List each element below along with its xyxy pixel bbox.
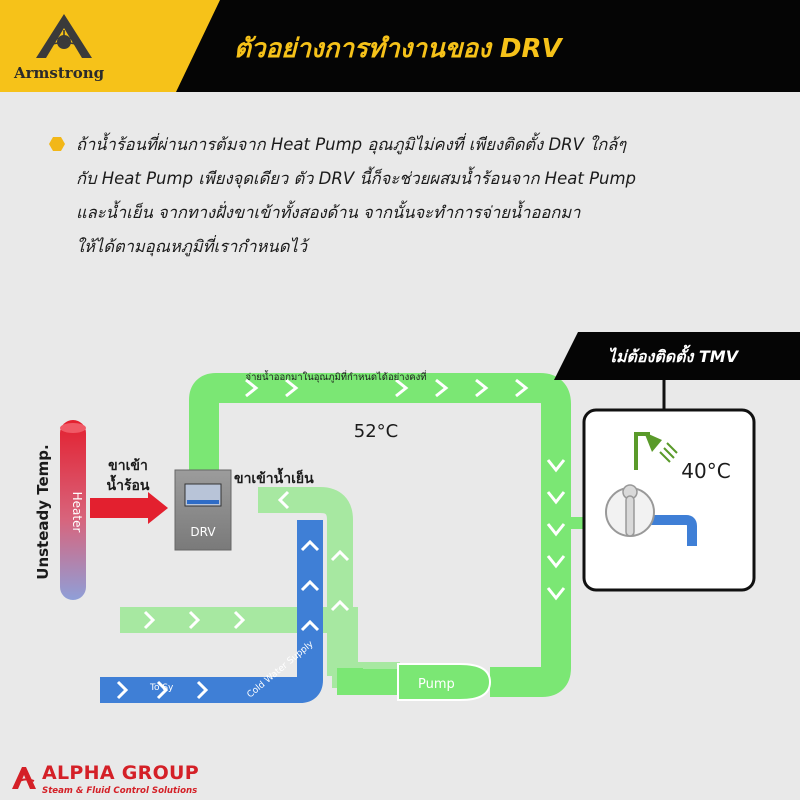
description-line: กับ Heat Pump เพียงจุดเดียว ตัว DRV นี้ก…	[76, 169, 637, 188]
tmv-banner: ไม่ต้องติดตั้ง TMV	[554, 332, 800, 380]
hot-inlet-label-2: น้ำร้อน	[107, 474, 150, 494]
shower-icon	[634, 432, 678, 470]
mixing-valve-icon	[605, 484, 655, 537]
heater: Heater	[60, 420, 86, 600]
pump-label: Pump	[418, 677, 455, 692]
footer-company-name: ALPHA GROUP	[42, 762, 199, 784]
unsteady-temp-label: Unsteady Temp.	[34, 444, 52, 579]
supply-pipe	[189, 373, 610, 697]
supply-temperature: 52°C	[354, 421, 398, 442]
cold-inlet-label: ขาเข้าน้ำเย็น	[234, 467, 314, 487]
supply-caption: จ่ายน้ำออกมาในอุณภูมิที่กำหนดได้อย่างคงท…	[246, 370, 427, 383]
hot-inlet-arrow	[90, 492, 168, 524]
alpha-group-logo-icon	[12, 767, 36, 789]
return-pipe	[120, 487, 400, 688]
pump-icon: Pump	[397, 663, 492, 701]
footer-tagline: Steam & Fluid Control Solutions	[42, 786, 198, 796]
hot-inlet-label-1: ขาเข้า	[108, 458, 148, 474]
description-line: ให้ได้ตามอุณหภูมิที่เรากำหนดไว้	[76, 237, 307, 256]
bullet-icon	[49, 137, 65, 151]
brand-name: Armstrong	[14, 64, 105, 82]
outlet-box: 40°C	[582, 380, 756, 592]
logo-panel	[0, 0, 220, 92]
header-bar: Armstrong ตัวอย่างการทำงานของ DRV	[0, 0, 800, 92]
outlet-temperature: 40°C	[681, 459, 730, 483]
description-line: และน้ำเย็น จากทางฝั่งขาเข้าทั้งสองด้าน จ…	[76, 203, 581, 222]
drv-label: DRV	[190, 525, 216, 539]
drv-valve: DRV	[174, 469, 232, 551]
heater-label: Heater	[70, 492, 84, 533]
return-label: To Sy	[149, 683, 174, 693]
armstrong-logo-icon	[36, 14, 92, 58]
description-line: ถ้าน้ำร้อนที่ผ่านการต้มจาก Heat Pump อุณ…	[76, 135, 627, 154]
tmv-banner-text: ไม่ต้องติดตั้ง TMV	[608, 344, 740, 366]
page-title: ตัวอย่างการทำงานของ DRV	[234, 34, 562, 64]
